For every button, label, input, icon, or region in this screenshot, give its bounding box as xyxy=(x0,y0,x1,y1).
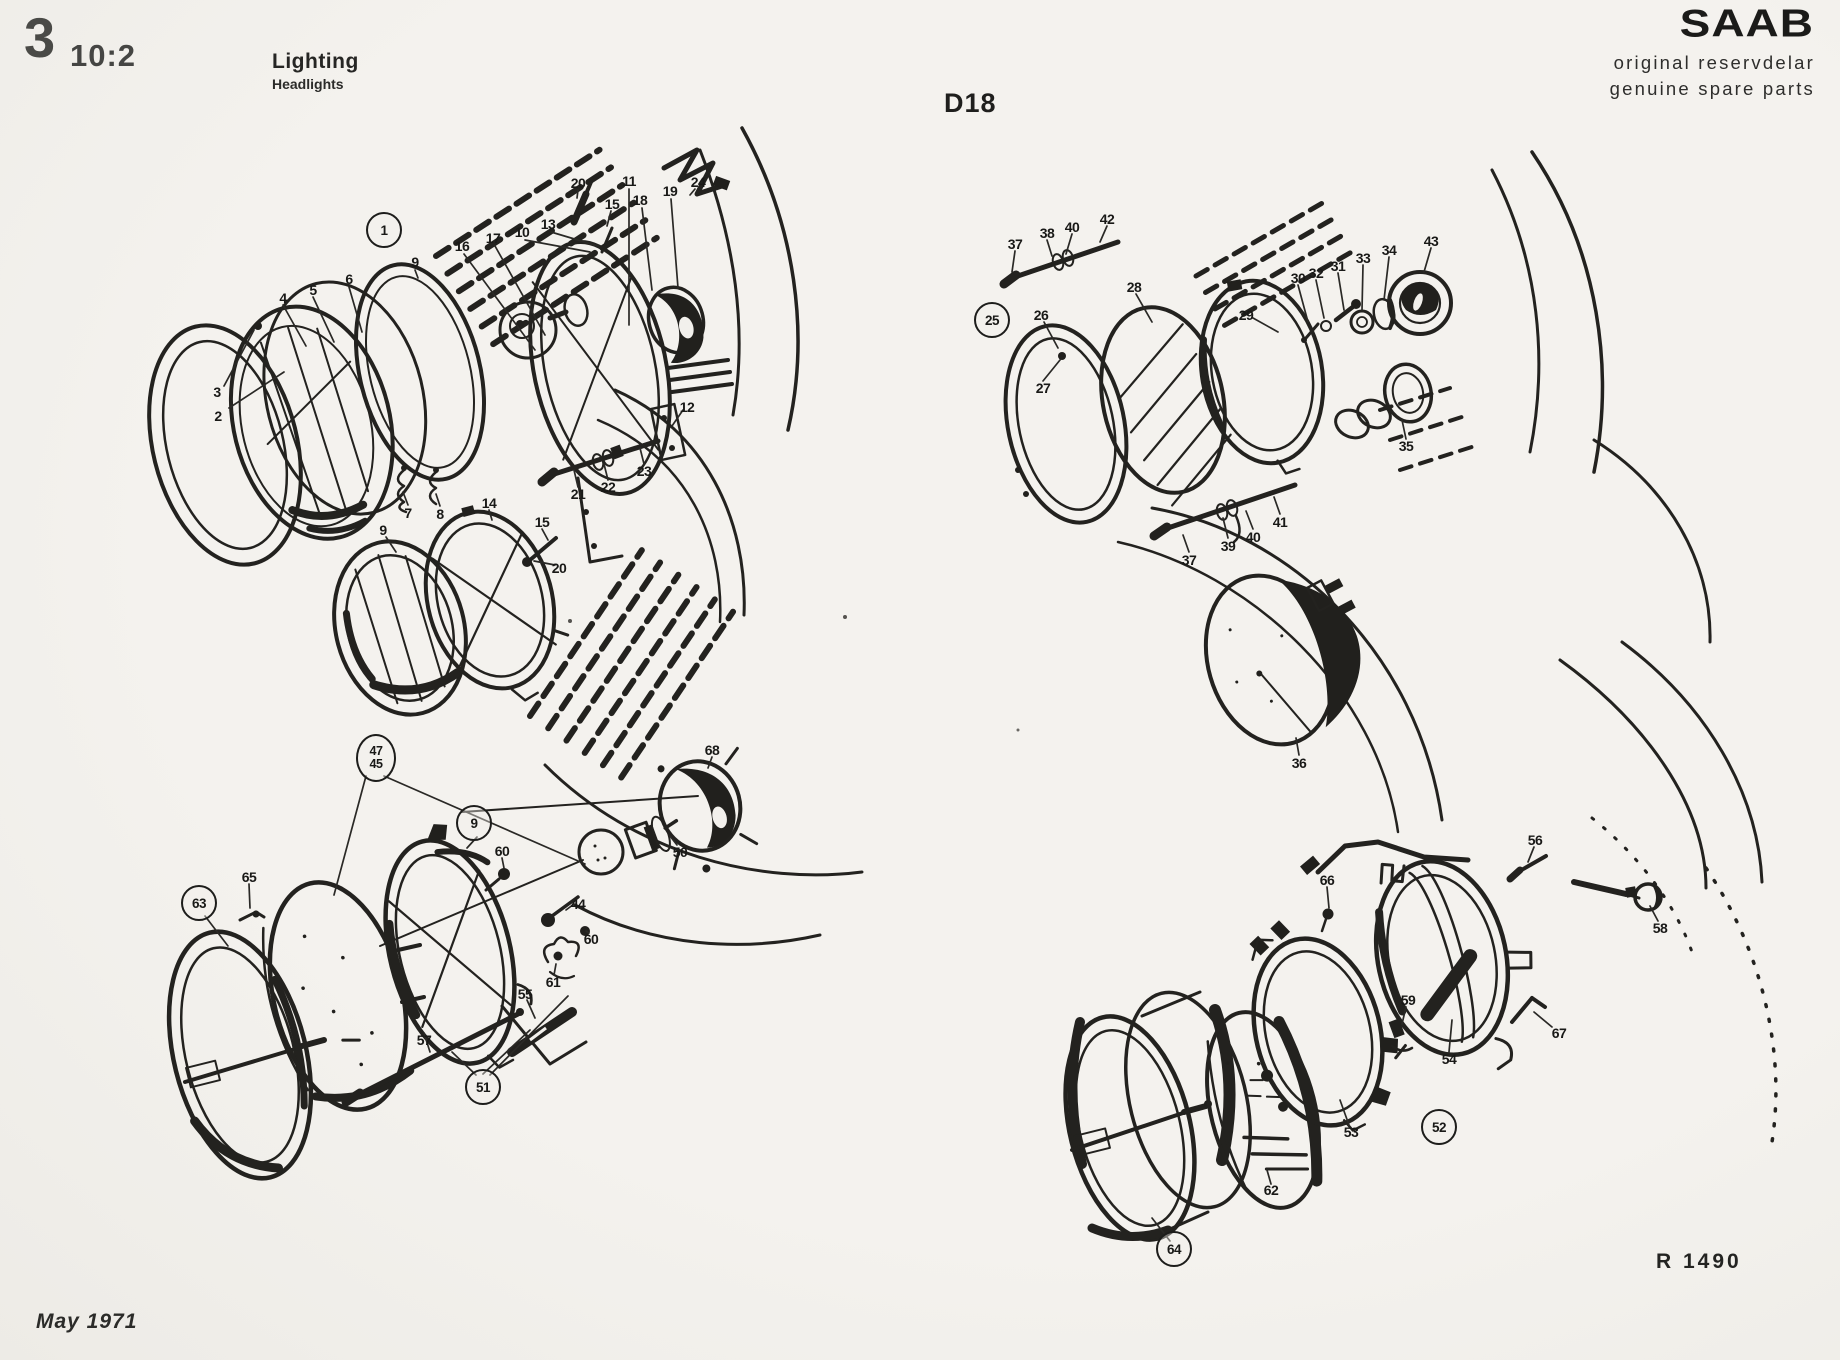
part-callout-33: 33 xyxy=(1355,250,1371,266)
part-callout-24: 24 xyxy=(690,174,706,190)
part-callout-19: 19 xyxy=(662,183,678,199)
part-callout-27: 27 xyxy=(1035,380,1051,396)
part-callout-13: 13 xyxy=(540,216,556,232)
brand-tagline: original reservdelar genuine spare parts xyxy=(1610,50,1815,102)
part-callout-32: 32 xyxy=(1308,265,1324,281)
part-callout-36: 36 xyxy=(1291,755,1307,771)
diagram-2-art xyxy=(999,150,1764,890)
diagram-3-art xyxy=(166,746,759,1181)
part-callout-23: 23 xyxy=(636,463,652,479)
group-callout-47: 47 xyxy=(369,744,383,758)
footer-plate-ref: R 1490 xyxy=(1656,1250,1742,1273)
part-callout-60b: 60 xyxy=(583,931,599,947)
group-callout-9: 9 xyxy=(456,805,492,841)
part-callout-15b: 15 xyxy=(534,514,550,530)
part-callout-2: 2 xyxy=(214,408,222,424)
part-callout-53: 53 xyxy=(1343,1124,1359,1140)
part-callout-28: 28 xyxy=(1126,279,1142,295)
leader-lines-1 xyxy=(223,188,696,566)
group-callout-52: 52 xyxy=(1421,1109,1457,1145)
part-callout-39: 39 xyxy=(1220,538,1236,554)
group-callout-51: 51 xyxy=(465,1069,501,1105)
part-callout-61: 61 xyxy=(545,974,561,990)
part-callout-20b: 20 xyxy=(551,560,567,576)
group-callout-1: 1 xyxy=(366,212,402,248)
part-callout-26: 26 xyxy=(1033,307,1049,323)
diagram-4-art xyxy=(1063,816,1778,1242)
part-callout-57: 57 xyxy=(416,1032,432,1048)
part-callout-60: 60 xyxy=(494,843,510,859)
part-callout-37b: 37 xyxy=(1181,552,1197,568)
plate-code: D18 xyxy=(944,88,997,118)
part-callout-44: 44 xyxy=(570,896,586,912)
part-callout-43: 43 xyxy=(1423,233,1439,249)
group-callout-45: 45 xyxy=(369,757,383,771)
page-title: Lighting xyxy=(272,50,359,73)
group-callout-63: 63 xyxy=(181,885,217,921)
part-callout-7: 7 xyxy=(404,505,412,521)
part-callout-17: 17 xyxy=(485,230,501,246)
part-callout-55: 55 xyxy=(517,986,533,1002)
part-callout-12: 12 xyxy=(679,399,695,415)
part-callout-62: 62 xyxy=(1263,1182,1279,1198)
brand-tagline-swedish: original reservdelar xyxy=(1613,52,1815,73)
part-callout-5: 5 xyxy=(309,282,317,298)
part-callout-59: 59 xyxy=(1400,992,1416,1008)
part-callout-22: 22 xyxy=(600,479,616,495)
part-callout-6: 6 xyxy=(345,271,353,287)
part-callout-67: 67 xyxy=(1551,1025,1567,1041)
part-callout-31: 31 xyxy=(1330,258,1346,274)
part-callout-42: 42 xyxy=(1099,211,1115,227)
part-callout-8: 8 xyxy=(436,506,444,522)
part-callout-40b: 40 xyxy=(1245,529,1261,545)
part-callout-56: 56 xyxy=(1527,832,1543,848)
leader-lines-4 xyxy=(1151,846,1659,1242)
page-subtitle: Headlights xyxy=(272,76,344,92)
part-callout-68: 68 xyxy=(704,742,720,758)
saab-logo: SAAB xyxy=(1679,0,1814,46)
part-callout-9b: 9 xyxy=(379,522,387,538)
part-callout-35: 35 xyxy=(1398,438,1414,454)
part-callout-66: 66 xyxy=(1319,872,1335,888)
part-callout-58: 58 xyxy=(1652,920,1668,936)
part-callout-30: 30 xyxy=(1290,270,1306,286)
part-callout-18: 18 xyxy=(632,192,648,208)
part-callout-40: 40 xyxy=(1064,219,1080,235)
part-callout-3: 3 xyxy=(213,384,221,400)
part-callout-9: 9 xyxy=(411,254,419,270)
section-number: 3 xyxy=(24,6,56,69)
part-callout-54: 54 xyxy=(1441,1051,1457,1067)
diagram-1-art xyxy=(147,126,864,946)
footer-date: May 1971 xyxy=(36,1310,138,1333)
part-callout-29: 29 xyxy=(1238,307,1254,323)
part-callout-16: 16 xyxy=(454,238,470,254)
part-callout-41: 41 xyxy=(1272,514,1288,530)
section-reference: 10:2 xyxy=(70,38,137,73)
part-callout-21: 21 xyxy=(570,486,586,502)
group-callout-25: 25 xyxy=(974,302,1010,338)
part-callout-11: 11 xyxy=(622,173,636,189)
part-callout-50: 50 xyxy=(672,844,688,860)
part-callout-38: 38 xyxy=(1039,225,1055,241)
part-callout-37: 37 xyxy=(1007,236,1023,252)
part-callout-14: 14 xyxy=(481,495,497,511)
part-callout-15: 15 xyxy=(604,196,620,212)
part-callout-4: 4 xyxy=(279,290,287,306)
part-callout-34: 34 xyxy=(1381,242,1397,258)
group-callout-47-45: 47 45 xyxy=(356,734,396,782)
leader-lines-2 xyxy=(1011,225,1432,756)
brand-tagline-english: genuine spare parts xyxy=(1609,78,1815,99)
part-callout-10: 10 xyxy=(514,224,530,240)
part-callout-65: 65 xyxy=(241,869,257,885)
part-callout-20: 20 xyxy=(570,175,586,191)
group-callout-64: 64 xyxy=(1156,1231,1192,1267)
